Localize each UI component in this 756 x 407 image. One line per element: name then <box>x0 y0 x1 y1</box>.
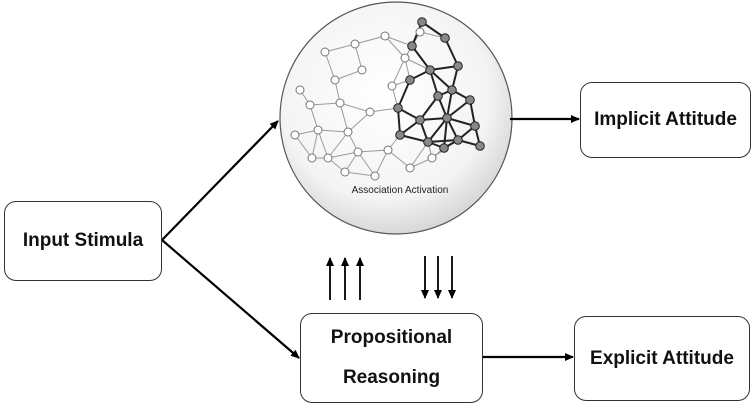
network-edge <box>317 129 329 159</box>
network-node <box>383 145 393 155</box>
network-node <box>330 75 340 85</box>
propositional-reasoning-box: Propositional Reasoning <box>300 313 483 403</box>
explicit-attitude-label: Explicit Attitude <box>590 347 734 369</box>
network-edge <box>419 95 439 121</box>
network-edge <box>327 131 349 159</box>
network-edge <box>397 79 411 109</box>
implicit-attitude-label: Implicit Attitude <box>594 109 737 130</box>
network-node <box>290 130 300 140</box>
network-node <box>370 171 380 181</box>
network-node <box>305 100 315 110</box>
network-node-active <box>453 135 463 145</box>
network-node <box>343 127 353 137</box>
network-edge <box>324 51 336 81</box>
network-node-active <box>447 85 457 95</box>
network-node <box>307 153 317 163</box>
network-edge <box>357 149 389 153</box>
network-node-active <box>442 113 452 123</box>
up-arrows <box>326 257 364 300</box>
network-node <box>295 85 305 95</box>
network-node <box>350 39 360 49</box>
network-edge <box>374 149 389 177</box>
network-edge <box>339 102 371 113</box>
network-node <box>400 53 410 63</box>
network-edge <box>399 134 429 143</box>
arrow-input-to-propositional <box>161 239 300 359</box>
network-edge <box>317 129 349 133</box>
network-edge <box>354 35 386 45</box>
network-node <box>313 125 323 135</box>
network-edge <box>429 69 453 91</box>
network-node-active <box>453 61 463 71</box>
arrow-input-to-association <box>161 120 279 241</box>
network-node <box>405 163 415 173</box>
network-edge <box>446 99 471 119</box>
network-node <box>323 153 333 163</box>
network-edge <box>347 111 371 133</box>
network-edge <box>427 139 459 143</box>
association-network <box>290 17 485 181</box>
propositional-label-line2: Reasoning <box>342 367 441 388</box>
explicit-attitude-box: Explicit Attitude <box>574 316 750 401</box>
network-edge <box>357 151 376 177</box>
network-node-active <box>407 41 417 51</box>
network-node <box>427 153 437 163</box>
network-edge <box>409 141 429 169</box>
implicit-attitude-box: Implicit Attitude <box>580 82 751 158</box>
network-node-active <box>470 121 480 131</box>
input-stimula-label: Input Stimula <box>22 230 144 251</box>
network-node <box>335 98 345 108</box>
network-edge <box>427 117 448 143</box>
network-edge <box>387 149 411 169</box>
association-caption: Association Activation <box>351 185 449 196</box>
down-arrows <box>421 256 456 299</box>
network-node <box>357 65 367 75</box>
network-node-active <box>475 141 485 151</box>
network-node-active <box>440 33 450 43</box>
network-node-active <box>417 17 427 27</box>
network-node-active <box>465 95 475 105</box>
network-node-active <box>439 143 449 153</box>
network-node <box>380 31 390 41</box>
network-node-active <box>425 65 435 75</box>
network-node <box>387 81 397 91</box>
network-node-active <box>405 75 415 85</box>
network-edge <box>444 37 459 67</box>
network-node <box>353 147 363 157</box>
network-node-active <box>433 91 443 101</box>
input-stimula-box: Input Stimula <box>4 201 162 281</box>
network-node <box>365 107 375 117</box>
propositional-label-line1: Propositional <box>330 327 453 348</box>
network-node-active <box>415 115 425 125</box>
network-node <box>415 27 425 37</box>
network-edge <box>294 134 313 159</box>
network-edge <box>339 102 349 133</box>
association-sphere <box>279 1 513 235</box>
network-edge <box>411 45 431 71</box>
network-node <box>340 167 350 177</box>
network-edge <box>334 69 363 81</box>
network-edge <box>309 102 341 106</box>
network-edge <box>324 43 356 53</box>
network-node <box>320 47 330 57</box>
network-node-active <box>395 130 405 140</box>
network-node-active <box>423 137 433 147</box>
network-edge <box>311 129 319 159</box>
network-edge <box>344 171 376 177</box>
network-edge <box>391 57 406 87</box>
network-edge <box>446 117 476 127</box>
network-node-active <box>393 103 403 113</box>
network-edge <box>384 35 406 59</box>
network-edge <box>443 117 448 149</box>
network-edge <box>327 151 359 159</box>
